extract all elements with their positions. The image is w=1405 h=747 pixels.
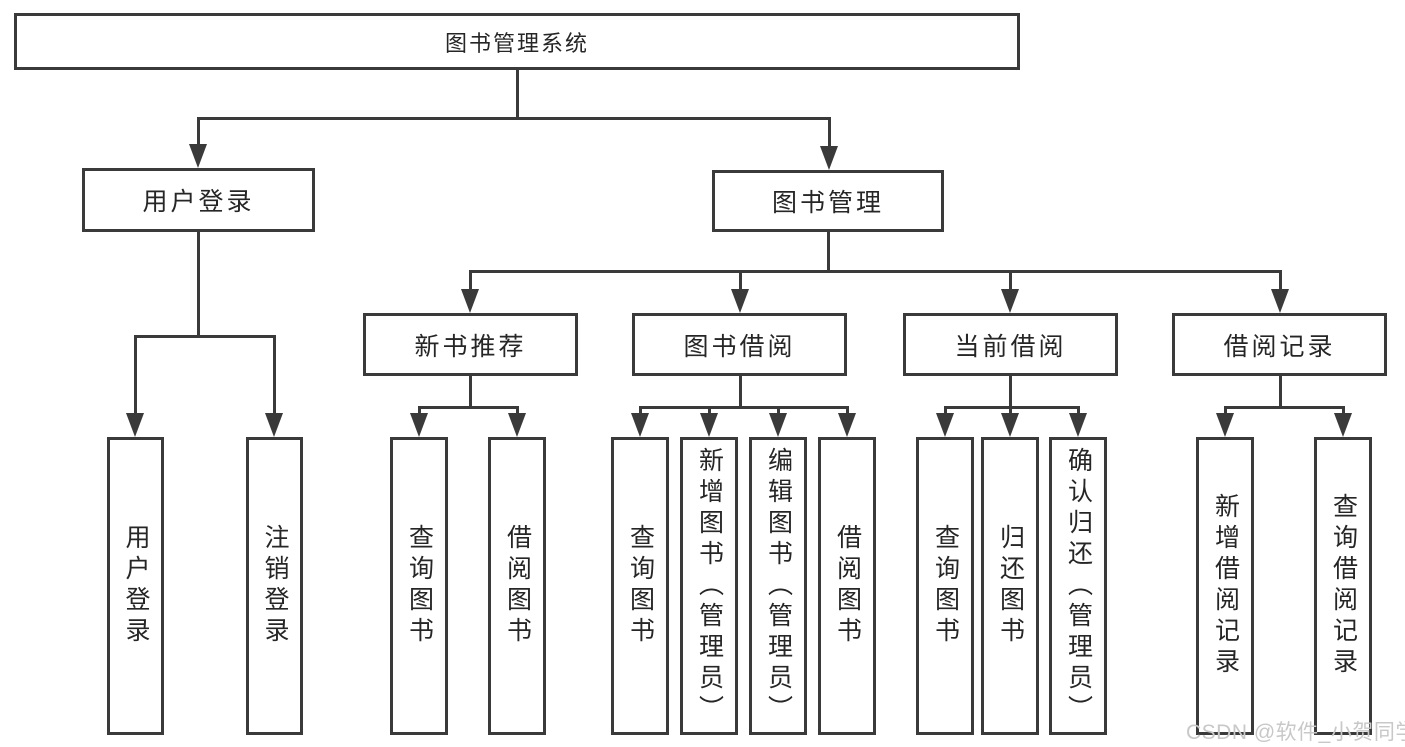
arrow-into-leaf-icon (1069, 413, 1087, 437)
connector-stub (1224, 406, 1227, 416)
arrow-into-leaf-icon (508, 413, 526, 437)
connector-stub (418, 406, 421, 416)
connector-stub (639, 406, 642, 416)
leaf-add-books-admin: 新增图书（管理员） (680, 437, 738, 735)
arrow-into-leaf-icon (410, 413, 428, 437)
connector-borrow-records-trunk (1279, 376, 1282, 406)
leaf-query-books-bb: 查询图书 (611, 437, 669, 735)
node-label: 图书管理 (771, 189, 884, 217)
leaf-return-books: 归还图书 (981, 437, 1039, 735)
leaf-borrow-books-bb: 借阅图书 (818, 437, 876, 735)
arrow-into-leaf-icon (631, 413, 649, 437)
leaf-query-borrow-record: 查询借阅记录 (1314, 437, 1372, 735)
arrow-into-leaf-icon (700, 413, 718, 437)
connector-to-leaf-logout (273, 335, 276, 413)
connector-stub (944, 406, 947, 416)
connector-new-book-rec-bar (418, 406, 519, 409)
arrow-into-leaf-icon (838, 413, 856, 437)
connector-to-book-management (828, 117, 831, 147)
node-label: 用户登录 (142, 188, 255, 216)
leaf-label: 查询借阅记录 (1329, 493, 1358, 679)
connector-book-management-trunk (827, 232, 830, 270)
connector-book-management-bar (469, 270, 1282, 273)
leaf-label: 新增借阅记录 (1211, 493, 1240, 679)
arrow-into-leaf-icon (936, 413, 954, 437)
leaf-label: 新增图书（管理员） (695, 446, 724, 726)
leaf-add-borrow-record: 新增借阅记录 (1196, 437, 1254, 735)
csdn-watermark: CSDN @软件_小贺同学 (1186, 721, 1405, 744)
leaf-label: 注销登录 (261, 524, 289, 648)
connector-stub (846, 406, 849, 416)
leaf-label: 归还图书 (996, 524, 1025, 648)
leaf-label: 查询图书 (405, 524, 434, 648)
connector-root-trunk (516, 70, 519, 118)
leaf-borrow-books-nbr: 借阅图书 (488, 437, 546, 735)
arrow-into-leaf-icon (769, 413, 787, 437)
node-book-management: 图书管理 (712, 170, 944, 232)
leaf-label: 用户登录 (122, 524, 150, 648)
connector-stub (708, 406, 711, 416)
leaf-label: 借阅图书 (503, 524, 532, 648)
connector-to-current-borrow (1009, 270, 1012, 290)
connector-book-borrow-trunk (739, 376, 742, 406)
leaf-label: 查询图书 (931, 524, 960, 648)
connector-stub (1009, 406, 1012, 416)
arrow-into-leaf-icon (1334, 413, 1352, 437)
arrow-into-leaf-logout-icon (265, 413, 283, 437)
arrow-into-book-management-icon (820, 146, 838, 170)
connector-stub (1342, 406, 1345, 416)
node-label: 图书管理系统 (444, 30, 589, 56)
leaf-query-books-nbr: 查询图书 (390, 437, 448, 735)
connector-to-borrow-records (1279, 270, 1282, 290)
leaf-edit-books-admin: 编辑图书（管理员） (749, 437, 807, 735)
leaf-confirm-return-admin: 确认归还（管理员） (1049, 437, 1107, 735)
connector-book-borrow-bar (639, 406, 848, 409)
connector-stub (1077, 406, 1080, 416)
node-label: 借阅记录 (1223, 332, 1336, 361)
arrow-into-user-login-icon (189, 144, 207, 168)
node-current-borrowing: 当前借阅 (903, 313, 1118, 376)
node-label: 图书借阅 (683, 332, 796, 361)
arrow-into-book-borrow-icon (731, 289, 749, 313)
node-new-book-recommendation: 新书推荐 (363, 313, 578, 376)
connector-root-bar (197, 117, 830, 120)
arrow-into-leaf-user-login-icon (126, 413, 144, 437)
node-borrowing-records: 借阅记录 (1172, 313, 1387, 376)
leaf-label: 查询图书 (626, 524, 655, 648)
node-library-management-system: 图书管理系统 (14, 13, 1020, 70)
connector-to-leaf-user-login (134, 335, 137, 413)
leaf-user-login: 用户登录 (107, 437, 164, 735)
connector-stub (777, 406, 780, 416)
connector-to-book-borrow (739, 270, 742, 290)
arrow-into-current-borrow-icon (1001, 289, 1019, 313)
arrow-into-leaf-icon (1216, 413, 1234, 437)
node-label: 新书推荐 (414, 332, 527, 361)
node-label: 当前借阅 (954, 332, 1067, 361)
connector-user-login-trunk (197, 232, 200, 335)
connector-user-login-bar (134, 335, 275, 338)
connector-stub (516, 406, 519, 416)
leaf-query-books-cb: 查询图书 (916, 437, 974, 735)
leaf-label: 编辑图书（管理员） (764, 446, 793, 726)
arrow-into-borrow-records-icon (1271, 289, 1289, 313)
leaf-logout: 注销登录 (246, 437, 303, 735)
arrow-into-new-book-rec-icon (461, 289, 479, 313)
connector-to-user-login (197, 117, 200, 145)
connector-new-book-rec-trunk (469, 376, 472, 406)
connector-to-new-book-rec (469, 270, 472, 290)
connector-current-borrow-trunk (1009, 376, 1012, 406)
leaf-label: 确认归还（管理员） (1064, 446, 1093, 726)
node-book-borrowing: 图书借阅 (632, 313, 847, 376)
arrow-into-leaf-icon (1001, 413, 1019, 437)
connector-borrow-records-bar (1224, 406, 1344, 409)
leaf-label: 借阅图书 (833, 524, 862, 648)
node-user-login: 用户登录 (82, 168, 315, 232)
